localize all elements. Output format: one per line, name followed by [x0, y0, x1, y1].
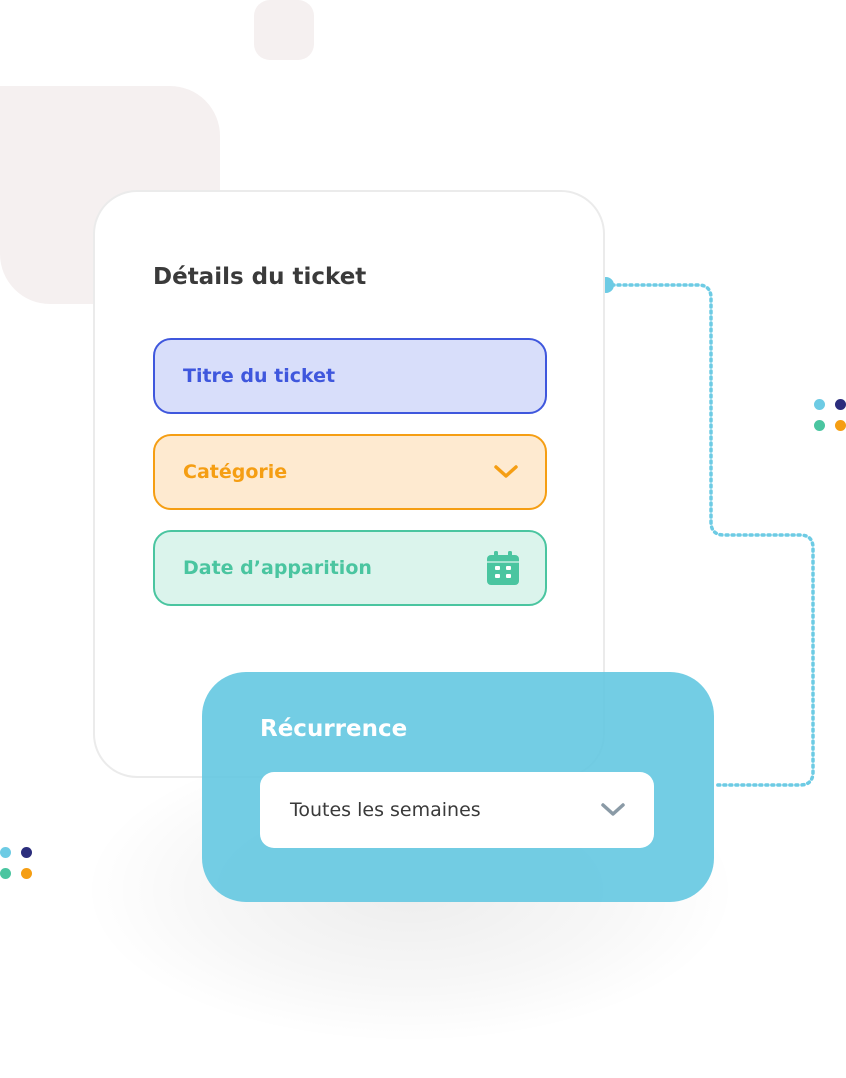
calendar-icon[interactable] [487, 551, 519, 585]
ticket-title-label: Titre du ticket [183, 365, 336, 387]
chevron-down-icon [494, 465, 518, 478]
occurrence-date-label: Date d’apparition [183, 557, 372, 579]
occurrence-date-field[interactable]: Date d’apparition [153, 530, 547, 606]
recurrence-select[interactable]: Toutes les semaines [260, 772, 654, 848]
recurrence-card: Récurrence Toutes les semaines [202, 672, 714, 902]
decorative-dots-left [0, 847, 32, 879]
category-select[interactable]: Catégorie [153, 434, 547, 510]
decorative-dots-right [814, 399, 846, 431]
ticket-details-title: Détails du ticket [153, 264, 367, 290]
recurrence-title: Récurrence [260, 716, 408, 742]
decorative-square-small [254, 0, 314, 60]
chevron-down-icon [601, 803, 625, 816]
recurrence-selected-value: Toutes les semaines [290, 799, 481, 821]
ticket-title-field[interactable]: Titre du ticket [153, 338, 547, 414]
category-label: Catégorie [183, 461, 288, 483]
